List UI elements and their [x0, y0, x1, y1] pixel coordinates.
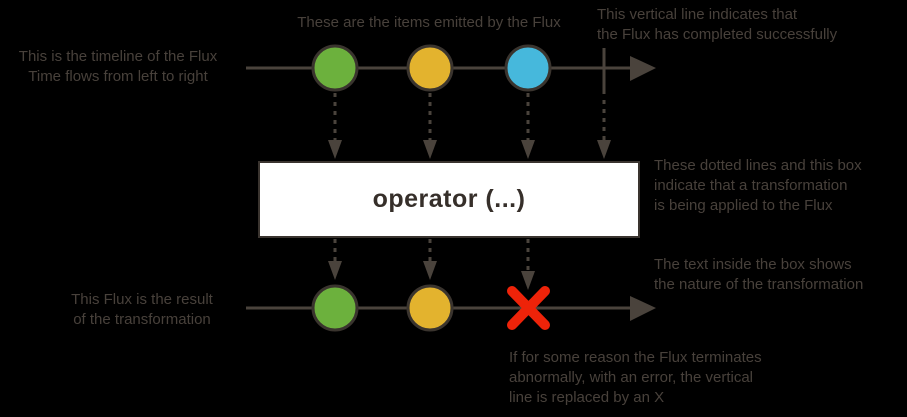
note-completion: This vertical line indicates that the Fl… [597, 6, 838, 43]
down-arrowhead-icon [597, 140, 611, 159]
source-marble-blue [504, 44, 552, 92]
note-transformation-text: The text inside the box shows the nature… [654, 256, 864, 293]
source-marble-green [311, 44, 359, 92]
error-x-icon [507, 286, 550, 330]
source-marble-yellow [406, 44, 454, 92]
source-timeline-arrowhead-icon [630, 56, 656, 81]
down-arrowhead-icon [423, 261, 437, 280]
down-arrowhead-icon [328, 140, 342, 159]
result-timeline-arrowhead-icon [630, 296, 656, 321]
note-error: If for some reason the Flux terminates a… [509, 349, 762, 406]
down-arrowhead-icon [328, 261, 342, 280]
result-marble-yellow [406, 284, 454, 332]
down-arrowhead-icon [521, 271, 535, 290]
down-arrowhead-icon [521, 140, 535, 159]
note-result: This Flux is the result of the transform… [71, 291, 213, 328]
note-items-emitted: These are the items emitted by the Flux [297, 14, 561, 31]
note-transformation-lines: These dotted lines and this box indicate… [654, 157, 862, 214]
operator-label: operator (...) [372, 185, 526, 213]
result-marble-green [311, 284, 359, 332]
down-arrowhead-icon [423, 140, 437, 159]
operator-box: operator (...) [258, 161, 640, 238]
note-timeline: This is the timeline of the Flux Time fl… [18, 48, 218, 85]
note-transformation: These dotted lines and this box indicate… [654, 136, 863, 315]
